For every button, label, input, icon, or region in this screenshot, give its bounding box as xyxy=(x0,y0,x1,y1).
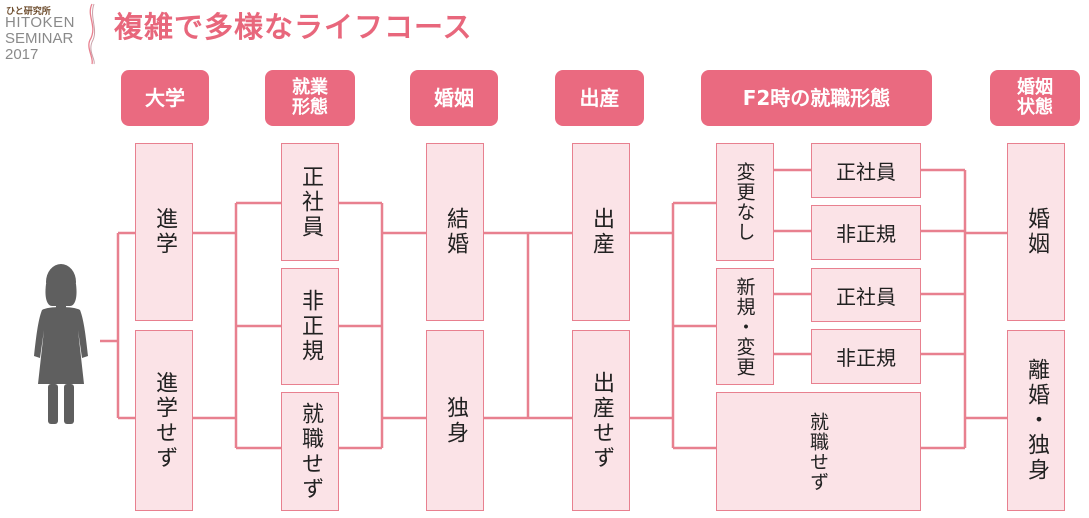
logo-seminar: SEMINAR xyxy=(5,30,74,47)
logo-org: ひと研究所 xyxy=(6,7,51,17)
box-label: 独身 xyxy=(443,395,468,446)
woman-silhouette-icon xyxy=(34,264,88,424)
box-label: 出産せず xyxy=(589,370,614,471)
box-label: 正社員 xyxy=(836,284,896,309)
header-university: 大学 xyxy=(121,70,209,126)
box-f2-new-change: 新規・変更 xyxy=(716,268,774,385)
box-employment-nonregular: 非正規 xyxy=(281,268,339,385)
logo-hitoken: HITOKEN xyxy=(5,14,75,31)
box-label: 新規・変更 xyxy=(733,276,756,377)
box-label: 離婚・独身 xyxy=(1024,358,1049,483)
hitoken-logo: ひと研究所 HITOKEN SEMINAR 2017 xyxy=(4,2,99,66)
header-f2-employment: F2時の就職形態 xyxy=(701,70,932,126)
box-f2-new-regular: 正社員 xyxy=(811,268,921,322)
box-label: 正社員 xyxy=(298,164,323,240)
header-marital-status: 婚姻 状態 xyxy=(990,70,1080,126)
box-label: 婚姻 xyxy=(1024,207,1049,257)
box-label: 正社員 xyxy=(836,160,896,184)
box-university-no: 進学せず xyxy=(135,330,193,511)
header-employment: 就業 形態 xyxy=(265,70,355,126)
box-status-married: 婚姻 xyxy=(1007,143,1065,321)
box-status-divorced-single: 離婚・独身 xyxy=(1007,330,1065,511)
box-employment-none: 就職せず xyxy=(281,392,339,511)
box-f2-no-change-regular: 正社員 xyxy=(811,143,921,198)
page-title: 複雑で多様なライフコース xyxy=(114,10,473,44)
box-label: 非正規 xyxy=(836,346,896,370)
ribbon-swirl-icon xyxy=(88,3,96,65)
box-label: 非正規 xyxy=(298,289,323,364)
box-label: 就職せず xyxy=(807,411,829,492)
logo-year: 2017 xyxy=(5,46,39,63)
box-label: 進学せず xyxy=(152,370,177,471)
box-label: 出産 xyxy=(589,207,614,257)
header-marriage: 婚姻 xyxy=(410,70,498,126)
box-f2-new-nonregular: 非正規 xyxy=(811,329,921,384)
box-f2-no-change-nonregular: 非正規 xyxy=(811,205,921,260)
box-f2-no-change: 変更なし xyxy=(716,143,774,261)
box-label: 結婚 xyxy=(443,207,468,257)
box-birth-no: 出産せず xyxy=(572,330,630,511)
box-married: 結婚 xyxy=(426,143,484,321)
box-label: 非正規 xyxy=(836,222,896,246)
box-birth-yes: 出産 xyxy=(572,143,630,321)
box-university-yes: 進学 xyxy=(135,143,193,321)
box-single: 独身 xyxy=(426,330,484,511)
box-employment-regular: 正社員 xyxy=(281,143,339,261)
box-label: 進学 xyxy=(152,207,177,257)
box-f2-none: 就職せず xyxy=(716,392,921,511)
box-label: 変更なし xyxy=(733,162,756,242)
header-childbirth: 出産 xyxy=(555,70,644,126)
box-label: 就職せず xyxy=(298,401,323,502)
